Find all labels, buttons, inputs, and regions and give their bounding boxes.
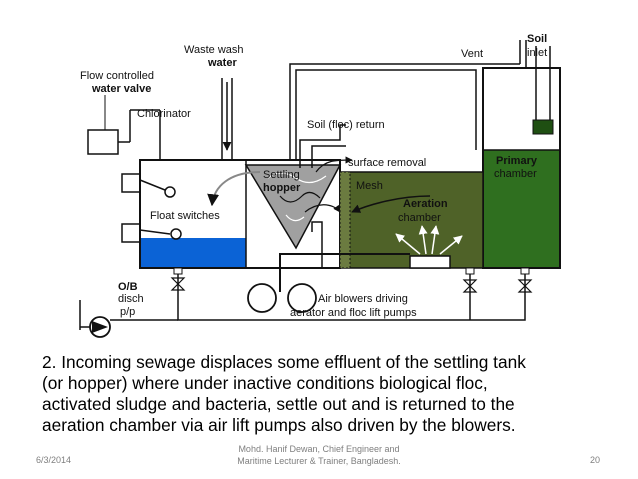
sewage-treatment-diagram: Waste wash water Flow controlled water v… [79, 33, 561, 338]
settling-label: Settling [263, 169, 300, 181]
float-arm-2 [139, 229, 171, 235]
soil-return-pipe [299, 124, 346, 168]
small-valve-2 [465, 267, 475, 275]
hopper-label: hopper [263, 182, 301, 194]
soil-inlet-label: Soil [527, 33, 547, 45]
aeration-arrow-2 [418, 225, 428, 255]
air-blowers-label: Air blowers driving [318, 293, 408, 305]
settling-flow-arrow [207, 171, 261, 207]
float-switch-box-1 [121, 173, 141, 193]
settling-hopper [244, 164, 342, 250]
float-ball-2 [170, 228, 182, 240]
float-switch-box-2 [121, 223, 141, 243]
valve-icon-3 [517, 279, 533, 293]
footer-date: 6/3/2014 [36, 455, 72, 465]
aeration-arrow-4 [439, 235, 463, 255]
float-arm-1 [139, 179, 166, 191]
surface-removal-label: surface removal [348, 157, 426, 169]
aerator-unit [409, 255, 451, 269]
float-switches-label: Float switches [150, 210, 220, 222]
footer-page-number: 20 [590, 455, 601, 465]
valve-icon-2 [462, 279, 478, 293]
discharge-pipe [177, 268, 526, 321]
footer-author: Mohd. Hanif Dewan, Chief Engineer and Ma… [214, 443, 424, 467]
ob-pp-label: p/p [120, 306, 135, 318]
mesh-label: Mesh [356, 180, 383, 192]
ob-disch-label: disch [118, 293, 144, 305]
hopper-swirl-icon-2 [279, 191, 321, 203]
aeration-flow-arrow [351, 195, 431, 213]
vent-label: Vent [461, 48, 483, 60]
soil-inlet-end [532, 119, 554, 135]
surface-removal-pipe [315, 156, 353, 173]
aeration-arrow-3 [430, 225, 440, 255]
soil-return-label: Soil (floc) return [307, 119, 385, 131]
primary-chamber-label: Primary [496, 155, 538, 167]
float-ball-1 [164, 186, 176, 198]
mesh-screen [339, 171, 351, 269]
ob-label: O/B [118, 281, 138, 293]
small-valve-1 [173, 267, 183, 275]
air-blowers-label-2: aerator and floc lift pumps [290, 307, 417, 319]
aeration-arrow-1 [395, 233, 421, 255]
caption-line-1: 2. Incoming sewage displaces some efflue… [42, 352, 526, 372]
vent-pipe [289, 63, 520, 160]
hopper-swirl-icon [267, 172, 327, 184]
water-valve-label: water valve [91, 83, 151, 95]
soil-return-pipe-2 [311, 145, 346, 168]
air-lift-pipe [311, 221, 323, 268]
hopper-swirl-icon-3 [285, 214, 305, 222]
primary-chamber-label-2: chamber [494, 168, 537, 180]
slide-caption: 2. Incoming sewage displaces some efflue… [42, 352, 602, 436]
caption-line-2: (or hopper) where under inactive conditi… [42, 373, 488, 393]
waste-wash-label: Waste wash [184, 44, 244, 56]
flow-control-valve [87, 129, 119, 155]
aeration-chamber-sludge [339, 171, 484, 269]
aeration-chamber-label: Aeration [403, 198, 448, 210]
air-blower-1 [247, 283, 277, 313]
primary-chamber-sludge [482, 149, 561, 269]
soil-inlet-label-2: inlet [527, 47, 547, 59]
caption-line-3: activated sludge and bacteria, settle ou… [42, 394, 515, 414]
chlorinator-label: Chlorinator [137, 108, 191, 120]
vent-pipe-2 [295, 69, 477, 160]
valve-icon-1 [170, 277, 186, 291]
clean-water-level [141, 238, 246, 267]
footer-author-line-1: Mohd. Hanif Dewan, Chief Engineer and [238, 444, 400, 454]
aeration-chamber-label-2: chamber [398, 212, 441, 224]
flow-controlled-label: Flow controlled [80, 70, 154, 82]
air-blower-2 [287, 283, 317, 313]
pump-direction-icon [92, 321, 108, 333]
footer-author-line-2: Maritime Lecturer & Trainer, Bangladesh. [237, 456, 401, 466]
small-valve-3 [520, 267, 530, 275]
floc-lift-arrow [304, 204, 341, 213]
waste-wash-label-2: water [207, 57, 237, 69]
caption-line-4: aeration chamber via air lift pumps also… [42, 415, 516, 435]
